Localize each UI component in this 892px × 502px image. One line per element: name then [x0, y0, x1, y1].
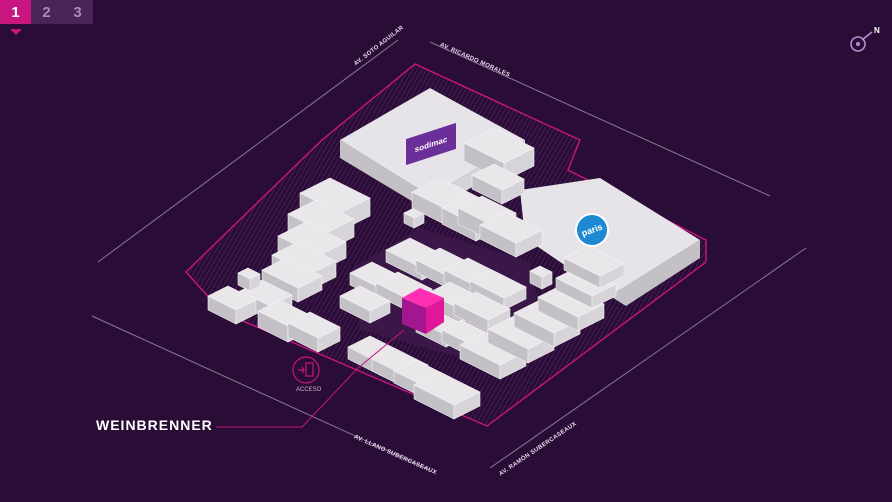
compass-north-label: N — [874, 26, 880, 35]
shop-block — [261, 257, 323, 289]
compass-icon — [850, 31, 873, 52]
shop-block — [471, 163, 525, 191]
access-door-icon[interactable] — [291, 355, 321, 385]
shop-block — [339, 285, 391, 312]
shop-block — [287, 311, 341, 339]
shop-block — [453, 291, 511, 321]
paris-building — [520, 178, 700, 306]
shop-block — [237, 267, 261, 280]
shop-block — [529, 265, 553, 278]
shop-block — [479, 211, 543, 244]
access-label: ACCESO — [296, 387, 322, 393]
shop-block — [413, 371, 481, 406]
shop-block — [469, 269, 527, 299]
shop-blocks — [207, 127, 625, 420]
shop-block — [563, 245, 625, 277]
floor-tab-2[interactable]: 2 — [31, 0, 62, 24]
shop-block — [207, 285, 257, 311]
selected-store-label[interactable]: WEINBRENNER — [96, 417, 213, 433]
floor-tab-3[interactable]: 3 — [62, 0, 93, 24]
store-leader-line — [216, 329, 405, 428]
street-lines — [91, 39, 807, 471]
weinbrenner-store-highlight[interactable] — [402, 288, 444, 334]
floor-tab-1[interactable]: 1 — [0, 0, 31, 24]
floor-selector: 1 2 3 — [0, 0, 93, 24]
active-floor-caret-icon — [10, 29, 22, 35]
shop-block — [463, 127, 535, 164]
